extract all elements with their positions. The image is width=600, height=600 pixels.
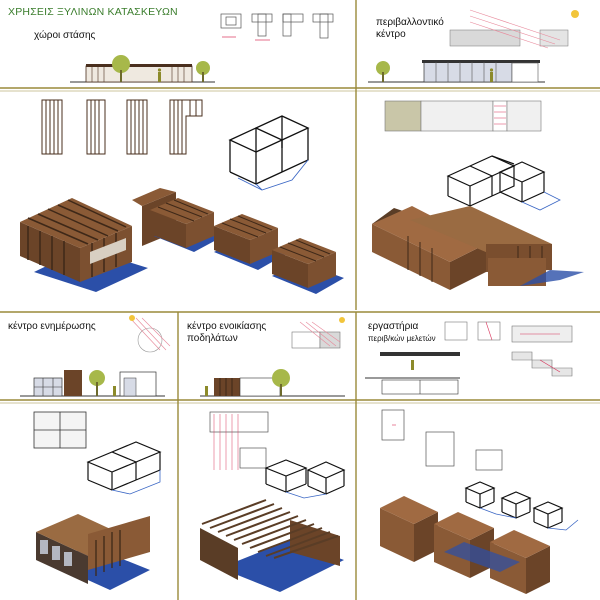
- waiting-pergola-small-1: [150, 198, 220, 252]
- sheet-title: ΧΡΗΣΕΙΣ ΞΥΛΙΝΩΝ ΚΑΤΑΣΚΕΥΩΝ: [8, 6, 178, 18]
- env-sun-diagram: [449, 9, 579, 49]
- waiting-elevation: [70, 55, 215, 83]
- workshops-plan-large: [381, 409, 503, 471]
- waiting-plan-diagrams: [220, 13, 334, 41]
- person-icon: [113, 386, 116, 396]
- bike-plan: [209, 411, 269, 470]
- info-frame-axonometric: [86, 441, 162, 495]
- waiting-plans: [41, 99, 203, 155]
- bike-rental-label-line1: κέντρο ενοικίασης: [187, 321, 267, 332]
- info-plan: [33, 411, 87, 449]
- person-icon: [205, 386, 208, 396]
- info-elevation: [20, 370, 165, 397]
- tree-icon: [89, 370, 105, 386]
- sun-icon: [339, 317, 345, 323]
- env-plan: [384, 100, 542, 132]
- info-building-axonometric: [36, 514, 150, 590]
- person-icon: [490, 72, 493, 82]
- person-icon: [158, 72, 161, 82]
- bike-pergola-axonometric: [200, 499, 344, 592]
- workshops-plans: [444, 321, 573, 377]
- sun-icon: [571, 10, 579, 18]
- info-sun-diagram: [129, 315, 171, 353]
- waiting-pergola-small-3: [272, 238, 344, 294]
- workshops-frame-axonometric: [464, 481, 579, 531]
- env-building-axonometric: [372, 206, 584, 290]
- workshops-label-line1: εργαστήρια: [368, 321, 419, 332]
- env-center-label-line1: περιβαλλοντικό: [376, 17, 444, 28]
- person-icon: [411, 360, 414, 370]
- workshops-elevation: [365, 352, 460, 395]
- tree-icon: [196, 61, 210, 75]
- waiting-pergola-large: [20, 188, 176, 292]
- info-center-label: κέντρο ενημέρωσης: [8, 321, 96, 332]
- waiting-pergola-small-2: [214, 214, 286, 270]
- bike-elevation: [200, 369, 345, 397]
- workshops-buildings-axonometric: [380, 496, 550, 594]
- tree-icon: [272, 369, 290, 387]
- bike-frame-axonometric: [264, 459, 346, 499]
- env-center-label-line2: κέντρο: [376, 29, 406, 40]
- waiting-label: χώροι στάσης: [34, 30, 96, 41]
- bike-sun-diagram: [291, 317, 345, 349]
- workshops-label-line2: περιβ/κών μελετών: [368, 334, 436, 343]
- waiting-frame-axonometric: [228, 115, 310, 191]
- bike-rental-label-line2: ποδηλάτων: [187, 333, 238, 344]
- tree-icon: [112, 55, 130, 73]
- tree-icon: [376, 61, 390, 75]
- sun-icon: [129, 315, 135, 321]
- env-elevation: [368, 60, 545, 83]
- env-frame-axonometric: [446, 155, 561, 211]
